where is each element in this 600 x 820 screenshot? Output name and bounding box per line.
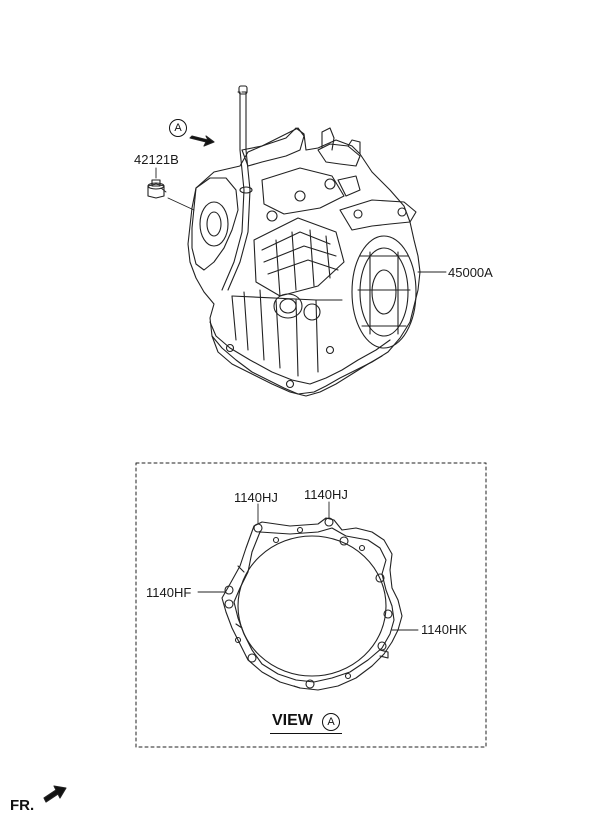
part-label-1140hj-left: 1140HJ xyxy=(234,490,278,505)
part-label-1140hj-right: 1140HJ xyxy=(304,487,348,502)
view-a-title-marker: A xyxy=(322,713,340,731)
front-label: FR. xyxy=(10,797,35,814)
view-a-marker-circle: A xyxy=(169,119,187,137)
view-a-arrow xyxy=(189,135,215,147)
part-label-1140hf: 1140HF xyxy=(146,585,192,600)
drain-plug-part xyxy=(147,167,167,199)
view-a-underline xyxy=(270,733,342,734)
transaxle-assembly xyxy=(167,85,447,397)
gasket-plate xyxy=(197,501,419,691)
view-a-frame xyxy=(135,462,487,748)
view-a-title: VIEW xyxy=(272,712,313,729)
part-label-45000a: 45000A xyxy=(448,265,493,280)
part-label-42121b: 42121B xyxy=(134,152,179,167)
part-label-1140hk: 1140HK xyxy=(421,622,468,637)
front-arrow xyxy=(43,785,67,803)
